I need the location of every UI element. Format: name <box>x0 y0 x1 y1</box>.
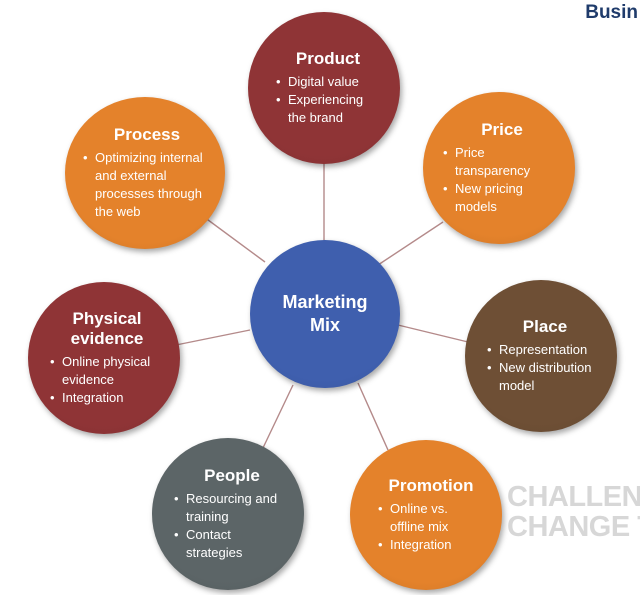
node-place: Place Representation New distribution mo… <box>465 280 617 432</box>
bullet-item: Resourcing and training <box>174 490 290 526</box>
bullet-item: New pricing models <box>443 180 561 216</box>
center-node-marketing-mix: Marketing Mix <box>250 240 400 388</box>
bullet-list: Price transparency New pricing models <box>443 144 561 216</box>
connector-promotion <box>357 382 389 451</box>
bullet-list: Online vs. offline mix Integration <box>378 500 484 554</box>
node-title: Product <box>295 49 361 68</box>
node-people: People Resourcing and training Contact s… <box>152 438 304 590</box>
node-title: Promotion <box>388 476 474 495</box>
bullet-item: Online physical evidence <box>50 353 164 389</box>
bullet-list: Optimizing internal and external process… <box>83 149 211 221</box>
connector-place <box>397 324 469 343</box>
bullet-item: Representation <box>487 341 603 359</box>
bullet-list: Resourcing and training Contact strategi… <box>174 490 290 562</box>
bullet-item: New distribution model <box>487 359 603 395</box>
bullet-item: Price transparency <box>443 144 561 180</box>
bullet-list: Digital value Experiencing the brand <box>276 73 380 127</box>
watermark-line2: CHANGE TO <box>507 511 640 542</box>
watermark-line1: CHALLENGE <box>507 482 640 513</box>
bullet-item: Contact strategies <box>174 526 290 562</box>
node-title: Price <box>481 120 523 139</box>
bullet-item: Experiencing the brand <box>276 91 380 127</box>
connector-physical <box>175 329 251 346</box>
center-title-line1: Marketing <box>282 292 368 312</box>
bullet-item: Optimizing internal and external process… <box>83 149 211 221</box>
node-process: Process Optimizing internal and external… <box>65 97 225 249</box>
node-physical-evidence: Physical evidence Online physical eviden… <box>28 282 180 434</box>
node-title: Process <box>113 125 181 144</box>
center-title: Marketing Mix <box>270 291 380 337</box>
bullet-list: Online physical evidence Integration <box>50 353 164 407</box>
bullet-item: Online vs. offline mix <box>378 500 484 536</box>
node-product: Product Digital value Experiencing the b… <box>248 12 400 164</box>
node-title: People <box>204 466 260 485</box>
bullet-list: Representation New distribution model <box>487 341 603 395</box>
brand-text: Busin <box>585 2 638 23</box>
node-promotion: Promotion Online vs. offline mix Integra… <box>350 440 502 590</box>
node-price: Price Price transparency New pricing mod… <box>423 92 575 244</box>
bullet-item: Integration <box>50 389 164 407</box>
center-title-line2: Mix <box>309 315 340 335</box>
node-title: Place <box>522 317 568 336</box>
bullet-item: Digital value <box>276 73 380 91</box>
node-title: Physical evidence <box>70 309 144 348</box>
connector-process <box>199 213 266 263</box>
watermark-text: CHALLENGE CHANGE TO <box>507 482 640 542</box>
bullet-item: Integration <box>378 536 484 554</box>
connector-price <box>377 221 444 266</box>
connector-people <box>261 384 294 451</box>
